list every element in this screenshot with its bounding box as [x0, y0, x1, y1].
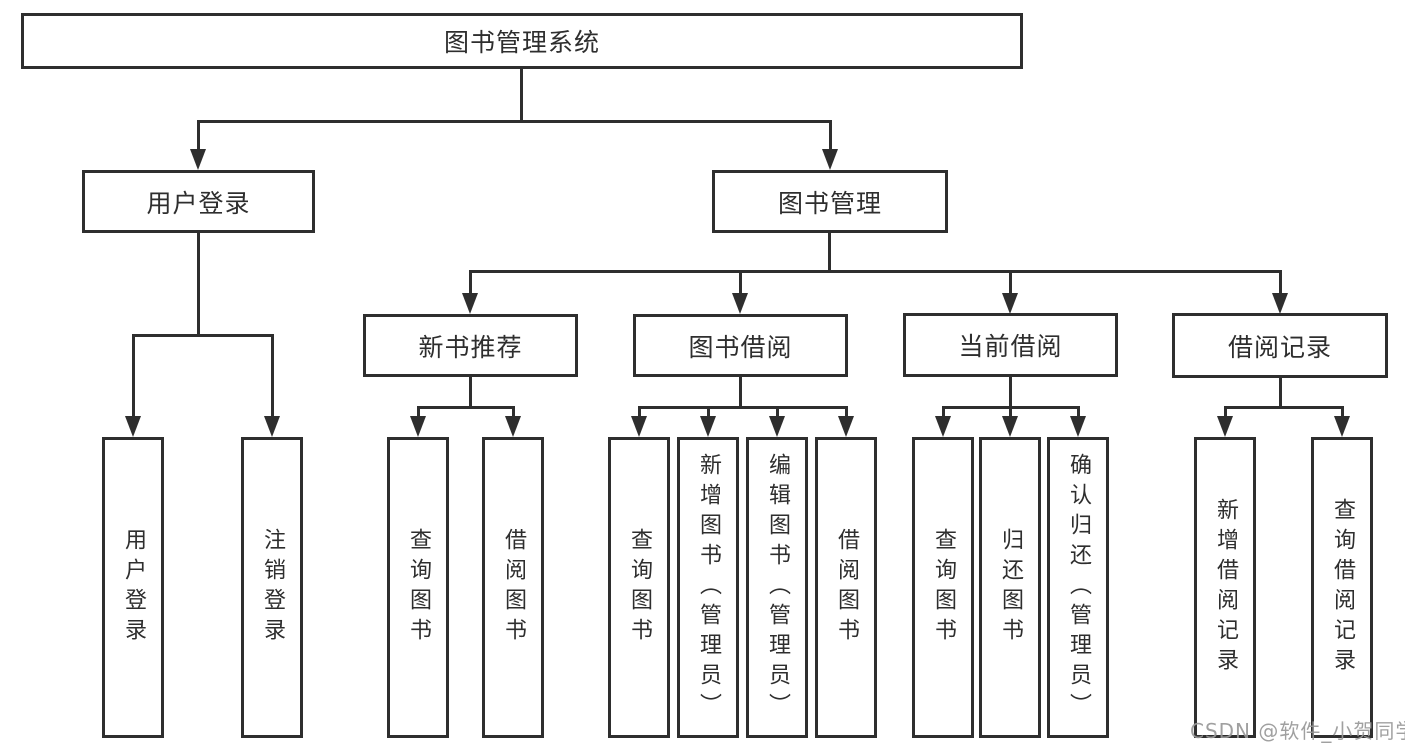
leaf-record-add-label: 新增借阅记录: [1213, 497, 1238, 678]
connector-line: [197, 120, 831, 123]
leaf-borrow-add-admin: 新增图书（管理员）: [677, 437, 739, 738]
arrow-down-icon: [190, 149, 206, 170]
leaf-borrow-query-label: 查询图书: [627, 527, 652, 648]
leaf-record-add: 新增借阅记录: [1194, 437, 1256, 738]
arrow-down-icon: [838, 416, 854, 437]
connector-line: [520, 67, 523, 122]
arrow-down-icon: [1272, 293, 1288, 314]
leaf-current-return: 归还图书: [979, 437, 1041, 738]
arrow-down-icon: [462, 293, 478, 314]
leaf-user-login-label: 用户登录: [121, 527, 146, 648]
connector-line: [845, 406, 848, 418]
arrow-down-icon: [631, 416, 647, 437]
node-root: 图书管理系统: [21, 13, 1023, 69]
arrow-down-icon: [1217, 416, 1233, 437]
connector-line: [1009, 375, 1012, 408]
arrow-down-icon: [264, 416, 280, 437]
connector-line: [271, 334, 274, 418]
leaf-newbook-query: 查询图书: [387, 437, 449, 738]
leaf-borrow-query: 查询图书: [608, 437, 670, 738]
leaf-logout: 注销登录: [241, 437, 303, 738]
node-borrow-records: 借阅记录: [1172, 313, 1388, 378]
connector-line: [469, 270, 472, 294]
leaf-logout-label: 注销登录: [260, 527, 285, 648]
arrow-down-icon: [125, 416, 141, 437]
watermark: CSDN @软件_小贺同学: [1190, 719, 1405, 743]
leaf-borrow-edit-admin: 编辑图书（管理员）: [746, 437, 808, 738]
leaf-current-query: 查询图书: [912, 437, 974, 738]
arrow-down-icon: [410, 416, 426, 437]
connector-line: [739, 376, 742, 408]
connector-line: [1341, 406, 1344, 418]
leaf-newbook-query-label: 查询图书: [406, 527, 431, 648]
arrow-down-icon: [822, 149, 838, 170]
node-current-borrow: 当前借阅: [903, 313, 1118, 377]
node-root-label: 图书管理系统: [443, 28, 600, 57]
leaf-borrow-add-admin-label: 新增图书（管理员）: [696, 452, 721, 723]
node-borrow-records-label: 借阅记录: [1227, 332, 1332, 362]
arrow-down-icon: [935, 416, 951, 437]
node-book-management: 图书管理: [712, 170, 948, 233]
arrow-down-icon: [1002, 416, 1018, 437]
arrow-down-icon: [1070, 416, 1086, 437]
connector-line: [1009, 406, 1012, 418]
leaf-newbook-borrow-label: 借阅图书: [501, 527, 526, 648]
leaf-record-query: 查询借阅记录: [1311, 437, 1373, 738]
leaf-borrow-borrow-label: 借阅图书: [834, 527, 859, 648]
connector-line: [1279, 270, 1282, 294]
connector-line: [132, 334, 135, 418]
arrow-down-icon: [769, 416, 785, 437]
node-user-login-label: 用户登录: [146, 188, 251, 218]
connector-line: [707, 406, 710, 418]
arrow-down-icon: [1002, 293, 1018, 314]
node-book-borrow: 图书借阅: [633, 314, 848, 377]
leaf-current-confirm-admin-label: 确认归还（管理员）: [1066, 452, 1091, 723]
node-new-book-recommend-label: 新书推荐: [418, 332, 523, 362]
node-book-borrow-label: 图书借阅: [688, 332, 793, 362]
node-new-book-recommend: 新书推荐: [363, 314, 578, 377]
leaf-current-confirm-admin: 确认归还（管理员）: [1047, 437, 1109, 738]
connector-line: [1009, 270, 1012, 294]
connector-line: [417, 406, 515, 409]
connector-line: [829, 120, 832, 152]
connector-line: [1224, 406, 1227, 418]
connector-line: [1279, 376, 1282, 408]
connector-line: [417, 406, 420, 418]
connector-line: [828, 232, 831, 272]
connector-line: [942, 406, 945, 418]
arrow-down-icon: [1334, 416, 1350, 437]
connector-line: [638, 406, 848, 409]
connector-line: [1077, 406, 1080, 418]
connector-line: [197, 120, 200, 152]
connector-line: [512, 406, 515, 418]
connector-line: [469, 270, 1282, 273]
connector-line: [638, 406, 641, 418]
node-user-login: 用户登录: [82, 170, 315, 233]
connector-line: [1224, 406, 1344, 409]
leaf-newbook-borrow: 借阅图书: [482, 437, 544, 738]
arrow-down-icon: [732, 293, 748, 314]
node-current-borrow-label: 当前借阅: [958, 332, 1063, 361]
leaf-user-login: 用户登录: [102, 437, 164, 738]
leaf-record-query-label: 查询借阅记录: [1330, 497, 1355, 678]
connector-line: [776, 406, 779, 418]
connector-line: [469, 376, 472, 408]
connector-line: [739, 270, 742, 294]
connector-line: [197, 232, 200, 336]
leaf-borrow-edit-admin-label: 编辑图书（管理员）: [765, 452, 790, 723]
leaf-current-query-label: 查询图书: [931, 527, 956, 648]
arrow-down-icon: [505, 416, 521, 437]
arrow-down-icon: [700, 416, 716, 437]
leaf-current-return-label: 归还图书: [998, 527, 1023, 648]
leaf-borrow-borrow: 借阅图书: [815, 437, 877, 738]
connector-line: [132, 334, 274, 337]
node-book-management-label: 图书管理: [777, 188, 882, 218]
